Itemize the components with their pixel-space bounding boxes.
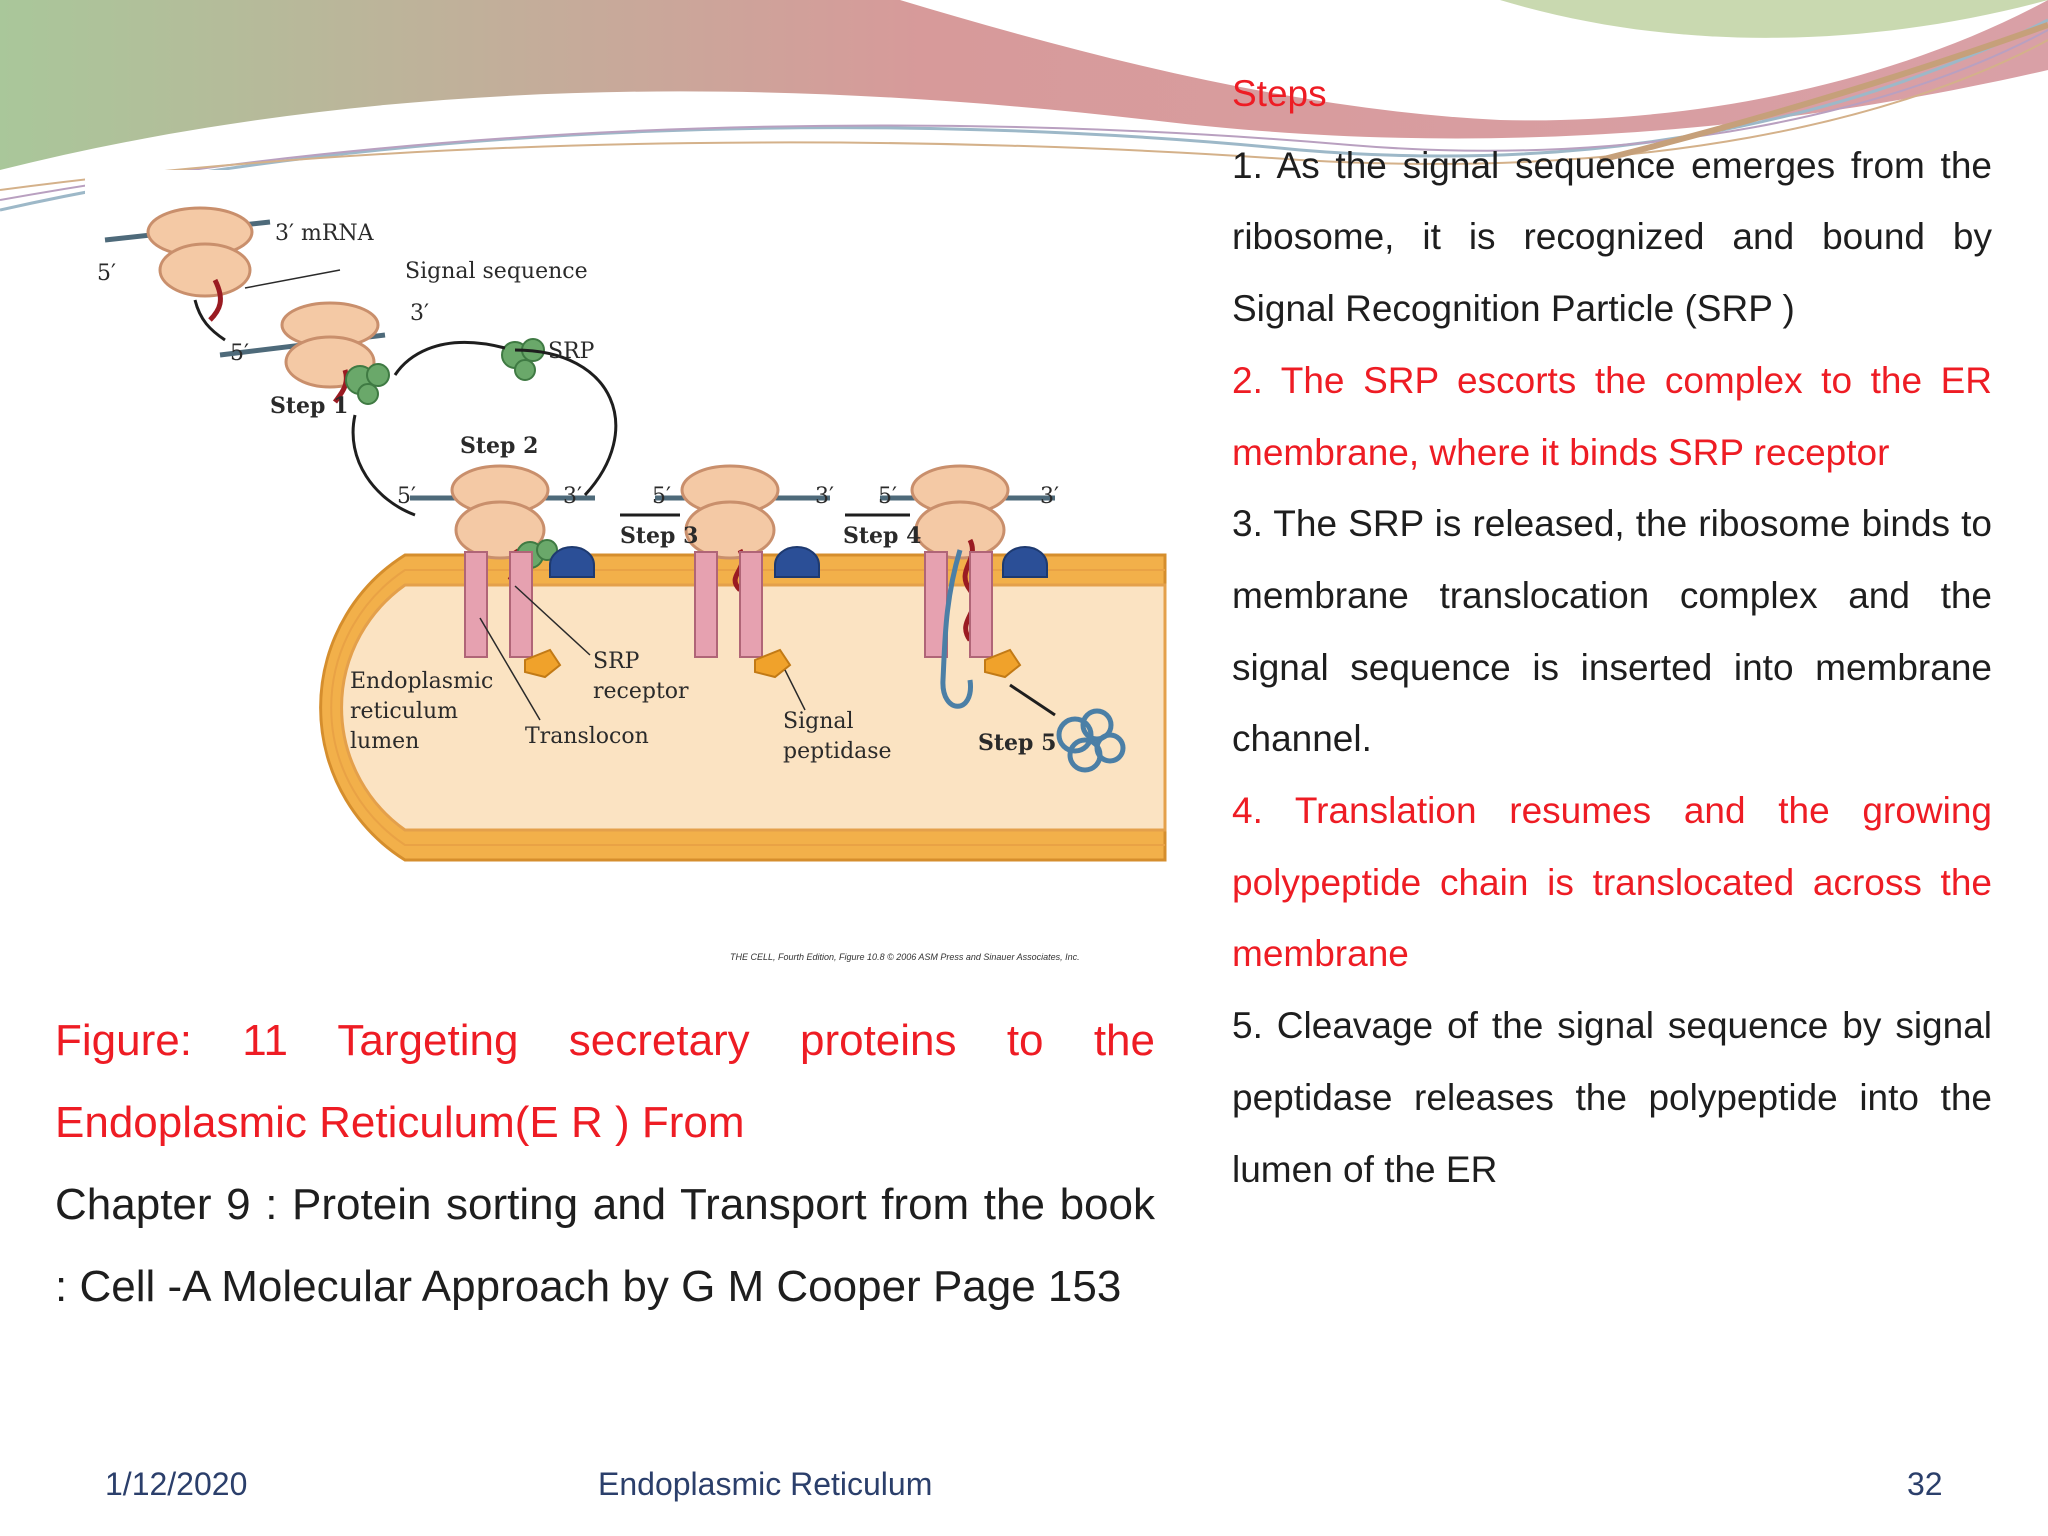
folded-protein — [1056, 708, 1126, 773]
label-lumen-3: lumen — [350, 729, 419, 754]
decorative-banner — [0, 0, 2048, 212]
label-5-prime-b: 5′ — [230, 341, 249, 366]
label-3-mrna: 3′ mRNA — [275, 221, 375, 246]
label-signal-sequence: Signal sequence — [405, 259, 588, 284]
leader-lines — [244, 269, 806, 721]
label-5-prime-e: 5′ — [878, 484, 897, 509]
label-srp: SRP — [548, 339, 595, 364]
srp-receptors — [549, 546, 1048, 578]
step-arrows — [193, 299, 1056, 717]
label-3-prime-c: 3′ — [563, 484, 582, 509]
signal-peptidases — [524, 648, 1022, 679]
step-1-text: 1. As the signal sequence emerges from t… — [1232, 144, 1992, 330]
label-3-prime-e: 3′ — [1040, 484, 1059, 509]
footer-page-number: 32 — [1907, 1466, 1943, 1502]
label-5-prime-c: 5′ — [397, 484, 416, 509]
footer-date: 1/12/2020 — [105, 1466, 248, 1502]
label-step4: Step 4 — [843, 523, 921, 549]
caption-source: Chapter 9 : Protein sorting and Transpor… — [55, 1180, 1155, 1311]
polypeptide-chain — [940, 549, 973, 709]
step-3-text: 3. The SRP is released, the ribosome bin… — [1232, 503, 1992, 760]
label-translocon: Translocon — [525, 724, 649, 749]
figure-caption: Figure: 11 Targeting secretary proteins … — [55, 1000, 1155, 1328]
label-3-prime-d: 3′ — [815, 484, 834, 509]
steps-heading: Steps — [1232, 73, 1327, 114]
er-targeting-figure: 3′ mRNA 5′ Signal sequence 3′ 5′ SRP Ste… — [85, 170, 1170, 975]
label-step5: Step 5 — [978, 730, 1056, 756]
er-lumen — [340, 583, 1167, 832]
label-srp-receptor-1: SRP — [593, 649, 640, 674]
label-peptidase-1: Signal — [783, 709, 854, 734]
label-5-prime-d: 5′ — [652, 484, 671, 509]
label-3-prime-a: 3′ — [410, 301, 429, 326]
step-5-text: 5. Cleavage of the signal sequence by si… — [1232, 1005, 1992, 1190]
figure-credit: THE CELL, Fourth Edition, Figure 10.8 © … — [730, 952, 1080, 962]
label-step1: Step 1 — [270, 393, 348, 419]
label-step3: Step 3 — [620, 523, 698, 549]
footer-title: Endoplasmic Reticulum — [598, 1466, 933, 1502]
label-srp-receptor-2: receptor — [593, 679, 689, 704]
caption-title: Figure: 11 Targeting secretary proteins … — [55, 1016, 1155, 1147]
label-5-prime-a: 5′ — [97, 261, 116, 286]
steps-panel: Steps 1. As the signal sequence emerges … — [1232, 58, 1992, 1205]
step-2-text: 2. The SRP escorts the complex to the ER… — [1232, 359, 1992, 473]
translocons — [464, 551, 993, 658]
label-lumen-2: reticulum — [350, 699, 458, 724]
label-step2: Step 2 — [460, 433, 538, 459]
label-peptidase-2: peptidase — [783, 739, 892, 764]
step-4-text: 4. Translation resumes and the growing p… — [1232, 790, 1992, 975]
label-lumen-1: Endoplasmic — [350, 669, 493, 694]
figure-illustration: 3′ mRNA 5′ Signal sequence 3′ 5′ SRP Ste… — [97, 206, 1167, 962]
